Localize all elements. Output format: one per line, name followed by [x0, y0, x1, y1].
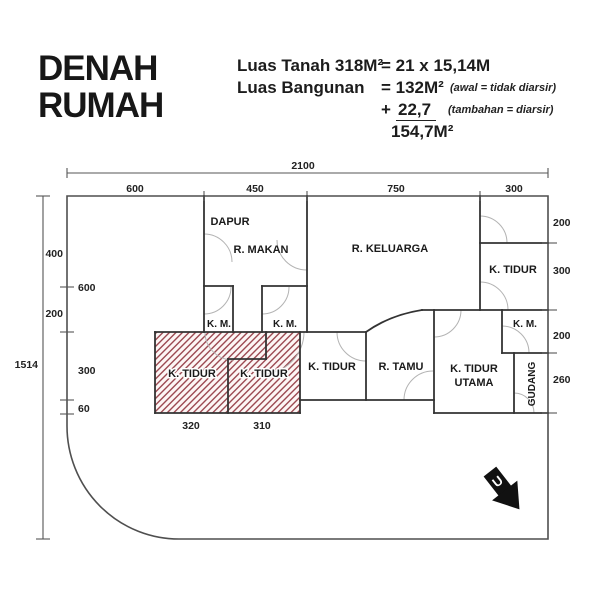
- room-label-k-tidur-kanan-atas: K. TIDUR: [489, 264, 537, 276]
- door-arcs: [203, 215, 535, 414]
- dim-top-total: 2100: [291, 160, 315, 172]
- dim-left-60: 60: [78, 403, 90, 415]
- interior-walls: [154, 195, 549, 414]
- curved-wall: [364, 308, 424, 334]
- dimension-lines: [36, 168, 557, 540]
- dim-right-200b: 200: [553, 330, 571, 342]
- dim-bottom-310: 310: [253, 420, 271, 432]
- land-area-value: = 21 x 15,14M: [381, 56, 491, 75]
- dim-left-400: 400: [45, 248, 63, 260]
- room-label-dapur: DAPUR: [210, 216, 249, 228]
- room-label-km-3: K. M.: [513, 319, 537, 330]
- dim-top-seg-450: 450: [246, 183, 264, 195]
- addition-note: (tambahan = diarsir): [448, 104, 554, 116]
- dim-bottom-320: 320: [182, 420, 200, 432]
- dim-top-seg-750: 750: [387, 183, 405, 195]
- building-area-note: (awal = tidak diarsir): [450, 82, 557, 94]
- dim-top-seg-300: 300: [505, 183, 523, 195]
- dim-right-200a: 200: [553, 217, 571, 229]
- room-label-km-2: K. M.: [273, 319, 297, 330]
- page-title-line1: DENAH: [38, 49, 158, 88]
- room-label-gudang: GUDANG: [527, 362, 538, 407]
- dim-left-200: 200: [45, 308, 63, 320]
- addition-value: 22,7: [396, 100, 437, 121]
- room-label-k-tidur-utama-line1: K. TIDUR: [450, 363, 498, 375]
- room-label-k-tidur-arsir-1: K. TIDUR: [168, 368, 216, 380]
- room-label-k-tidur-arsir-2: K. TIDUR: [240, 368, 288, 380]
- plot-boundary: [66, 195, 549, 540]
- dim-right-260: 260: [553, 374, 571, 386]
- building-area-label: Luas Bangunan: [237, 78, 365, 97]
- page-title: DENAH RUMAH: [38, 49, 164, 125]
- page-title-line2: RUMAH: [38, 86, 164, 125]
- dim-top-seg-600: 600: [126, 183, 144, 195]
- room-label-r-makan: R. MAKAN: [234, 244, 289, 256]
- total-area-value: 154,7M²: [391, 122, 454, 141]
- room-label-km-1: K. M.: [207, 319, 231, 330]
- room-label-r-keluarga: R. KELUARGA: [352, 243, 428, 255]
- building-area-value: = 132M²: [381, 78, 444, 97]
- addition-plus-sign: +: [381, 100, 391, 119]
- land-area-label: Luas Tanah 318M²: [237, 56, 384, 75]
- dim-left-600: 600: [78, 282, 96, 294]
- north-arrow-icon: U: [483, 466, 520, 510]
- dim-right-300: 300: [553, 265, 571, 277]
- room-label-r-tamu: R. TAMU: [378, 361, 423, 373]
- room-label-k-tidur-utama-line2: UTAMA: [455, 377, 494, 389]
- room-label-k-tidur-tengah: K. TIDUR: [308, 361, 356, 373]
- dim-left-300: 300: [78, 365, 96, 377]
- dim-left-total: 1514: [15, 359, 39, 371]
